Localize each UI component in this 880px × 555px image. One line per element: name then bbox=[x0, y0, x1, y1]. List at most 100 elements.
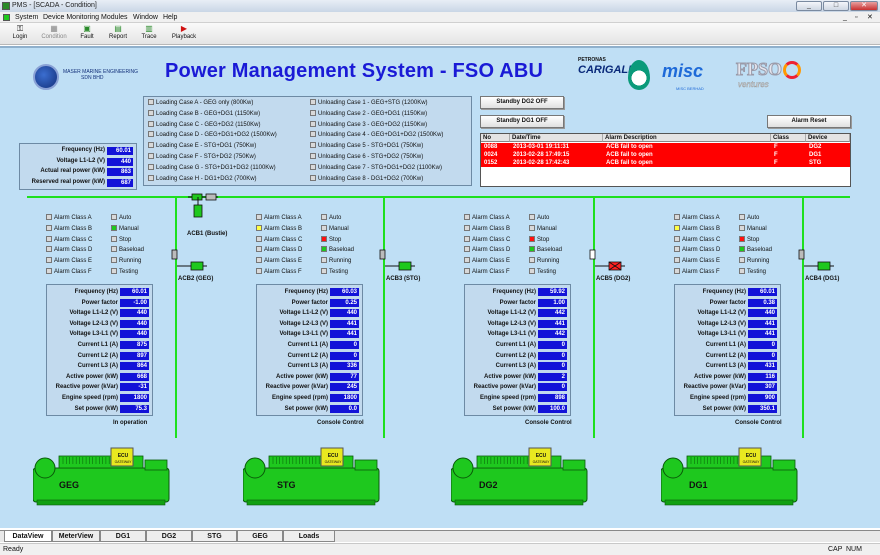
generator-status: In operation bbox=[113, 420, 148, 426]
meter-value: 440 bbox=[120, 319, 149, 328]
loading-case-g[interactable]: Loading Case G - STG+DG1+DG2 (1100Kw) bbox=[148, 163, 276, 172]
unloading-case-1[interactable]: Unloading Case 1 - GEG+STG (1200Kw) bbox=[310, 99, 428, 107]
status-lamp-icon bbox=[739, 214, 745, 220]
meter-label: Active power (kW) bbox=[275, 373, 328, 380]
mode-running: Running bbox=[529, 257, 559, 265]
loading-case-b[interactable]: Loading Case B - GEG+DG1 (1150Kw) bbox=[148, 109, 260, 118]
alarm-column-header[interactable]: No bbox=[481, 134, 510, 142]
alarm-cell: 2013-03-01 19:11:31 bbox=[513, 144, 570, 150]
unloading-case-5[interactable]: Unloading Case 5 - STG+DG1 (750Kw) bbox=[310, 142, 423, 150]
unloading-case-7[interactable]: Unloading Case 7 - STG+DG1+DG2 (1100Kw) bbox=[310, 163, 442, 172]
toolbar-fault-button[interactable]: ▣Fault bbox=[80, 24, 94, 40]
status-lamp-icon bbox=[529, 235, 535, 242]
minimize-button[interactable]: _ bbox=[796, 1, 822, 11]
loading-case-c[interactable]: Loading Case C - GEG+DG2 (1150Kw) bbox=[148, 120, 260, 129]
tab-loads[interactable]: Loads bbox=[283, 531, 335, 542]
mdi-restore-button[interactable]: ▫ bbox=[855, 14, 858, 21]
close-button[interactable]: ✕ bbox=[850, 1, 878, 11]
mdi-close-button[interactable]: ✕ bbox=[867, 14, 873, 21]
toolbar-login-button[interactable]: ⚿Login bbox=[12, 24, 28, 40]
menu-system[interactable]: System bbox=[15, 14, 39, 21]
unloading-case-4[interactable]: Unloading Case 4 - GEG+DG1+DG2 (1500Kw) bbox=[310, 131, 443, 139]
meter-label: Current L3 (A) bbox=[287, 363, 328, 370]
meter-value: 1800 bbox=[120, 394, 149, 402]
generator-graphic-dg2[interactable] bbox=[451, 446, 591, 508]
generator-graphic-geg[interactable] bbox=[33, 446, 173, 508]
status-lamp-icon bbox=[46, 214, 52, 220]
misc-logo-text: misc bbox=[662, 61, 704, 81]
toolbar-trace-button[interactable]: ▥Trace bbox=[141, 24, 157, 40]
breaker-dg2[interactable] bbox=[587, 248, 627, 272]
mode-running: Running bbox=[321, 257, 351, 265]
fpso-logo-text: FPSO bbox=[735, 59, 783, 80]
unloading-case-8[interactable]: Unloading Case 8 - DG1+DG2 (700Kw) bbox=[310, 174, 423, 183]
breaker-label: ACB5 (DG2) bbox=[596, 276, 631, 282]
alarm-class-d: Alarm Class D bbox=[46, 246, 92, 254]
mode-auto: Auto bbox=[111, 214, 131, 222]
meter-label: Voltage L1-L2 (V) bbox=[279, 310, 328, 317]
menu-help[interactable]: Help bbox=[163, 14, 178, 21]
mdi-minimize-button[interactable]: _ bbox=[843, 14, 847, 21]
loading-case-f[interactable]: Loading Case F - STG+DG2 (750Kw) bbox=[148, 153, 256, 161]
status-lamp-icon bbox=[321, 257, 327, 264]
mode-manual: Manual bbox=[321, 224, 349, 233]
toolbar-playback-button[interactable]: ▶Playback bbox=[171, 24, 197, 40]
tab-dataview[interactable]: DataView bbox=[4, 531, 52, 542]
checkbox-icon bbox=[310, 120, 316, 127]
loading-case-d[interactable]: Loading Case D - GEG+DG1+DG2 (1500Kw) bbox=[148, 131, 277, 139]
tab-dg1[interactable]: DG1 bbox=[100, 531, 146, 542]
menu-device-monitoring[interactable]: Device Monitoring bbox=[43, 14, 100, 21]
maximize-button[interactable]: □ bbox=[823, 1, 849, 11]
alarm-reset-button[interactable]: Alarm Reset bbox=[767, 115, 851, 128]
breaker-geg[interactable] bbox=[169, 248, 209, 272]
company-name: MASER MARINE ENGINEERING bbox=[63, 69, 139, 75]
app-icon bbox=[2, 2, 10, 10]
unloading-case-3[interactable]: Unloading Case 3 - GEG+DG2 (1150Kw) bbox=[310, 120, 427, 129]
meter-label: Frequency (Hz) bbox=[702, 289, 746, 295]
standby-dg2-button[interactable]: Standby DG2 OFF bbox=[480, 96, 564, 109]
alarm-column-header[interactable]: Alarm Description bbox=[603, 134, 771, 142]
alarm-column-header[interactable]: Class bbox=[771, 134, 806, 142]
alarm-column-header[interactable]: Date/Time bbox=[510, 134, 603, 142]
loading-case-a[interactable]: Loading Case A - GEG only (800Kw) bbox=[148, 99, 253, 107]
unloading-case-6[interactable]: Unloading Case 6 - STG+DG2 (750Kw) bbox=[310, 153, 423, 161]
tab-stg[interactable]: STG bbox=[192, 531, 237, 542]
meter-value: 0 bbox=[538, 341, 567, 349]
meter-label: Engine speed (rpm) bbox=[479, 395, 536, 401]
toolbar-report-button[interactable]: ▤Report bbox=[108, 24, 127, 40]
menu-modules[interactable]: Modules bbox=[101, 14, 128, 21]
alarm-class-c: Alarm Class C bbox=[464, 235, 510, 244]
breaker-dg1[interactable] bbox=[796, 248, 836, 272]
unloading-case-2[interactable]: Unloading Case 2 - GEG+DG1 (1150Kw) bbox=[310, 109, 427, 118]
alarm-column-header[interactable]: Device bbox=[806, 134, 850, 142]
carigali-logo-text: CARIGALI bbox=[578, 64, 632, 76]
alarm-class-f: Alarm Class F bbox=[674, 268, 720, 276]
status-lamp-icon bbox=[111, 235, 117, 242]
checkbox-icon bbox=[310, 109, 316, 116]
ecu-sub-label: GATEWAY bbox=[114, 460, 132, 464]
status-lamp-icon bbox=[739, 235, 745, 242]
standby-dg1-button[interactable]: Standby DG1 OFF bbox=[480, 115, 564, 128]
generator-graphic-dg1[interactable] bbox=[661, 446, 801, 508]
generator-graphic-stg[interactable] bbox=[243, 446, 383, 508]
meter-value: 2 bbox=[538, 372, 567, 381]
status-lamp-icon bbox=[464, 235, 470, 242]
tab-meterview[interactable]: MeterView bbox=[52, 531, 100, 542]
menu-window[interactable]: Window bbox=[133, 14, 158, 21]
meter-label: Engine speed (rpm) bbox=[271, 395, 328, 401]
meter-label: Power factor bbox=[499, 299, 536, 306]
breaker-stg[interactable] bbox=[377, 248, 417, 272]
toolbar-condition-button[interactable]: ▦Condition bbox=[41, 24, 67, 40]
tab-geg[interactable]: GEG bbox=[237, 531, 283, 542]
loading-case-h[interactable]: Loading Case H - DG1+DG2 (700Kw) bbox=[148, 174, 257, 183]
status-lamp-icon bbox=[464, 268, 470, 274]
meter-label: Current L1 (A) bbox=[287, 342, 328, 348]
bustie-breaker[interactable] bbox=[178, 188, 230, 228]
tab-dg2[interactable]: DG2 bbox=[146, 531, 192, 542]
loading-case-e[interactable]: Loading Case E - STG+DG1 (750Kw) bbox=[148, 142, 256, 150]
checkbox-icon bbox=[148, 153, 154, 159]
